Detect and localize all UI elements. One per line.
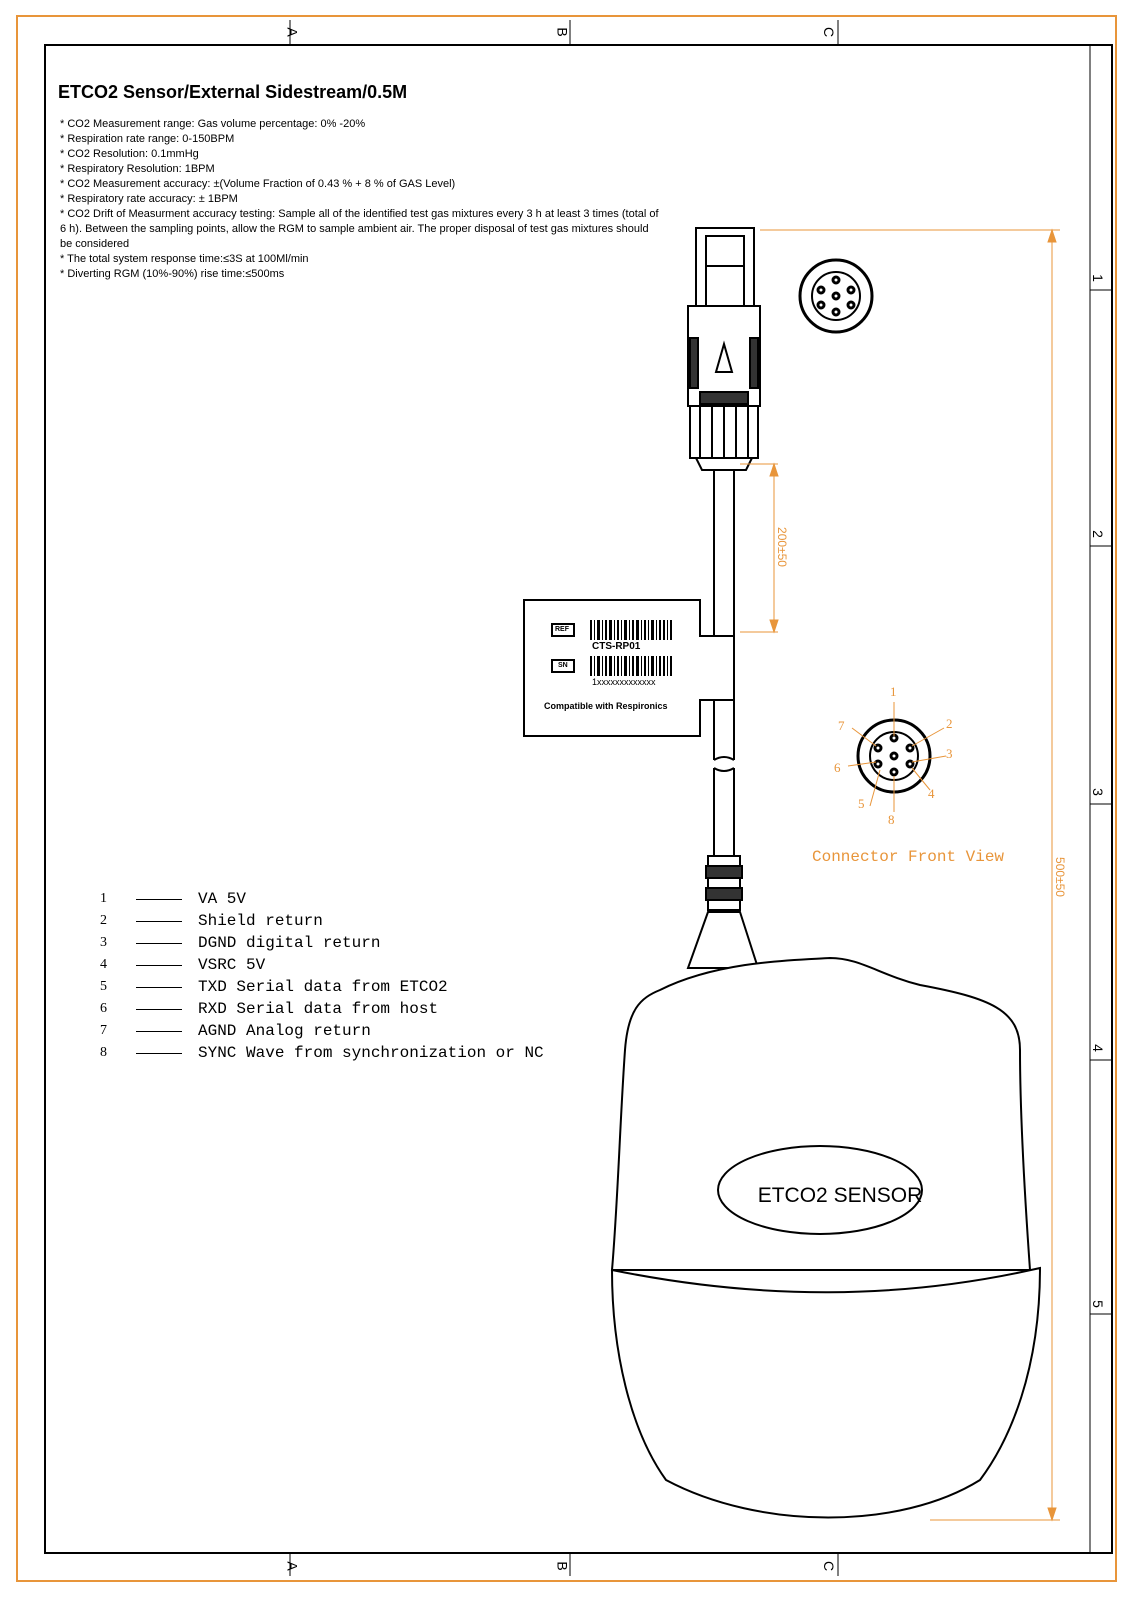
- pin-row: 8 SYNC Wave from synchronization or NC: [100, 1042, 544, 1064]
- connector-front-view-label: Connector Front View: [812, 848, 1005, 866]
- drawing-title: ETCO2 Sensor/External Sidestream/0.5M: [58, 82, 408, 102]
- part-number: CTS-RP01: [592, 641, 641, 652]
- zone-ticks: [289, 20, 1112, 1576]
- pin-assignment-list: 1 VA 5V 2 Shield return 3 DGND digital retu…: [100, 888, 544, 1064]
- spec-item: * Respiration rate range: 0-150BPM: [60, 133, 235, 145]
- pin-no: 4: [100, 957, 107, 972]
- strain-relief: [686, 855, 760, 969]
- spec-item: * CO2 Drift of Measurment accuracy testi…: [60, 208, 659, 250]
- pin-number-5: 5: [858, 796, 865, 811]
- pin-no: 2: [100, 913, 107, 928]
- pin-no: 3: [100, 935, 107, 950]
- pin-number-4: 4: [928, 786, 935, 801]
- outer-frame: [16, 15, 1117, 1582]
- connector-plug: [687, 227, 761, 471]
- pin-row: 4 VSRC 5V: [100, 954, 544, 976]
- pin-desc: DGND digital return: [198, 934, 381, 952]
- pin-leader: [136, 1030, 182, 1032]
- pin-leader: [136, 942, 182, 944]
- pin-leader: [136, 1052, 182, 1054]
- pin-leader: [136, 898, 182, 900]
- dimension-total-length: 500±50: [1052, 857, 1067, 897]
- pin-row: 7 AGND Analog return: [100, 1020, 544, 1042]
- connector-end-view: [798, 258, 874, 334]
- sample-cable: [713, 470, 735, 856]
- spec-item: * CO2 Measurement accuracy: ±(Volume Fra…: [60, 178, 456, 190]
- pin-number-6: 6: [834, 760, 841, 775]
- pin-number-3: 3: [946, 746, 953, 761]
- connector-front-view: [856, 718, 932, 794]
- pin-no: 6: [100, 1001, 107, 1016]
- spec-list: * CO2 Measurement range: Gas volume perc…: [60, 117, 660, 282]
- spec-item: * CO2 Measurement range: Gas volume perc…: [60, 118, 366, 130]
- spec-item: * Respiratory rate accuracy: ± 1BPM: [60, 193, 238, 205]
- dimension-lines: [740, 228, 1060, 1522]
- sensor-body: [610, 956, 1042, 1519]
- pin-desc: RXD Serial data from host: [198, 1000, 439, 1018]
- pin-leader: [136, 1008, 182, 1010]
- pin-no: 7: [100, 1023, 107, 1038]
- pin-no: 5: [100, 979, 107, 994]
- pin-row: 5 TXD Serial data from ETCO2: [100, 976, 544, 998]
- spec-item: * CO2 Resolution: 0.1mmHg: [60, 148, 199, 160]
- compatibility-text: Compatible with Respironics: [544, 701, 668, 711]
- sn-tag: SN: [558, 662, 568, 669]
- pin-row: 2 Shield return: [100, 910, 544, 932]
- pin-no: 1: [100, 891, 107, 906]
- pin-number-1: 1: [890, 684, 897, 699]
- drawing-border: [44, 44, 1113, 1554]
- pin-leader: [136, 986, 182, 988]
- pin-desc: VA 5V: [198, 890, 247, 908]
- pin-leader: [136, 920, 182, 922]
- spec-item: * The total system response time:≤3S at …: [60, 253, 309, 265]
- pin-desc: Shield return: [198, 912, 323, 930]
- pin-leaders: [847, 702, 947, 812]
- serial-number: 1xxxxxxxxxxxxx: [592, 677, 656, 687]
- pin-leader: [136, 964, 182, 966]
- dimension-cable-segment: 200±50: [774, 527, 789, 567]
- pin-desc: AGND Analog return: [198, 1022, 371, 1040]
- pin-no: 8: [100, 1045, 107, 1060]
- spec-item: * Respiratory Resolution: 1BPM: [60, 163, 215, 175]
- barcodes: [590, 620, 672, 676]
- pin-row: 3 DGND digital return: [100, 932, 544, 954]
- pin-row: 6 RXD Serial data from host: [100, 998, 544, 1020]
- pin-desc: SYNC Wave from synchronization or NC: [198, 1044, 544, 1062]
- sensor-label: ETCO2 SENSOR: [757, 1184, 923, 1207]
- pin-desc: TXD Serial data from ETCO2: [198, 978, 448, 996]
- pin-row: 1 VA 5V: [100, 888, 544, 910]
- pin-desc: VSRC 5V: [198, 956, 266, 974]
- pin-number-7: 7: [838, 718, 845, 733]
- spec-item: * Diverting RGM (10%-90%) rise time:≤500…: [60, 268, 285, 280]
- pin-number-2: 2: [946, 716, 953, 731]
- ref-tag: REF: [555, 626, 569, 633]
- pin-number-8: 8: [888, 812, 895, 827]
